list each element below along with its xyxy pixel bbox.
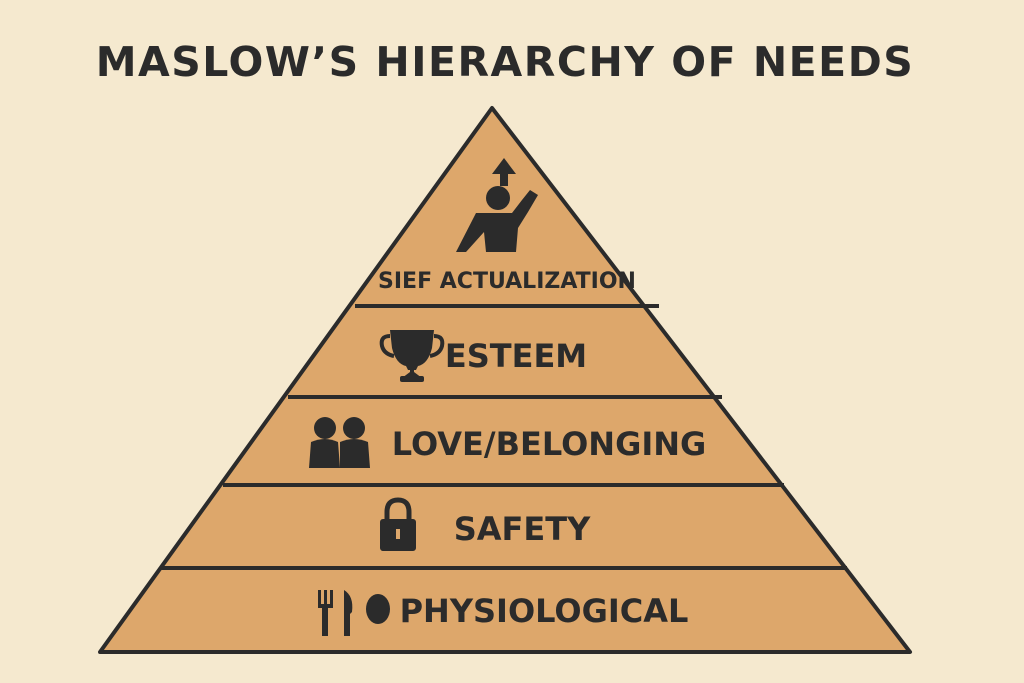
trophy-icon xyxy=(379,330,445,382)
padlock-icon xyxy=(380,497,416,551)
diagram-title: MASLOW’S HIERARCHY OF NEEDS xyxy=(95,38,915,86)
person-raising-arm-icon xyxy=(456,158,538,252)
level-love-belonging: LOVE/BELONGING xyxy=(309,417,706,468)
pyramid-body xyxy=(98,106,912,654)
level-label: LOVE/BELONGING xyxy=(392,425,707,463)
level-esteem: ESTEEM xyxy=(379,330,587,382)
level-label: SAFETY xyxy=(454,510,591,548)
level-label: SIEF ACTUALIZATION xyxy=(378,269,636,294)
level-physiological: PHYSIOLOGICAL xyxy=(318,590,688,636)
level-label: PHYSIOLOGICAL xyxy=(400,592,689,630)
level-label: ESTEEM xyxy=(445,337,587,375)
level-safety: SAFETY xyxy=(380,497,591,551)
two-people-icon xyxy=(309,417,370,468)
fork-knife-food-icon xyxy=(318,590,390,636)
level-self-actualization: SIEF ACTUALIZATION xyxy=(378,158,636,294)
